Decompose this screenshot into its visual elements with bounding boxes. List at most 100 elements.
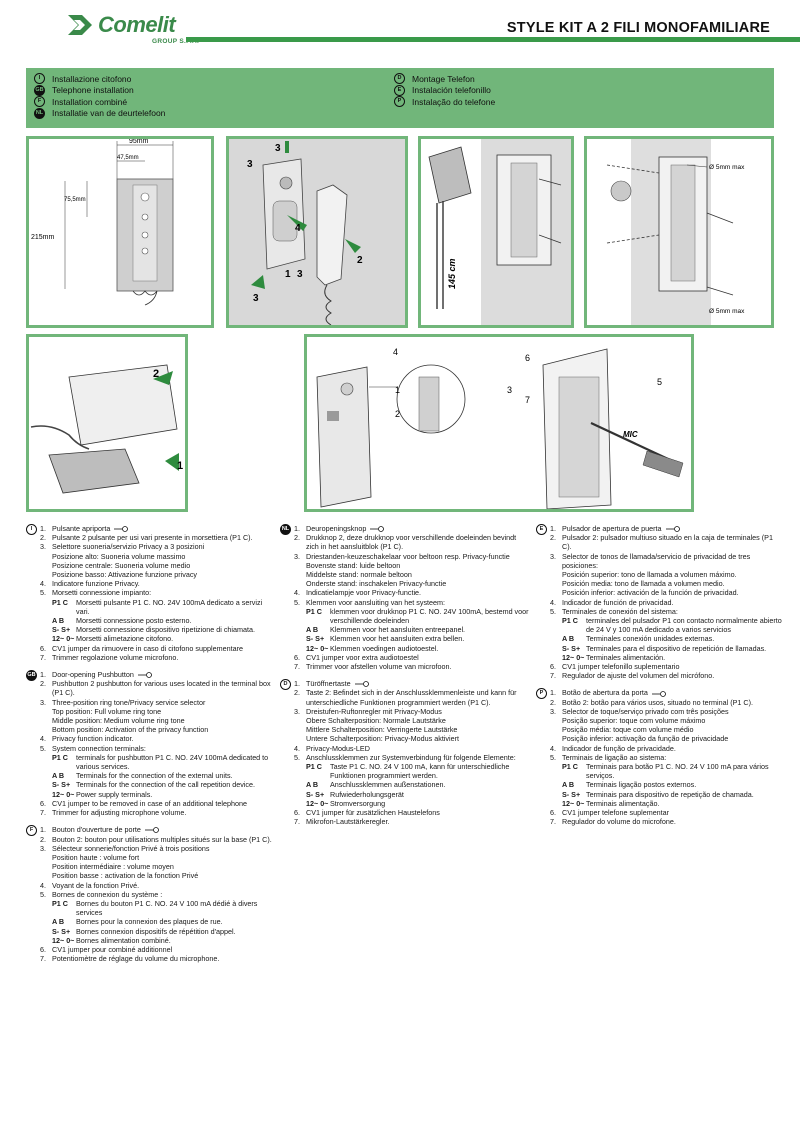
language-label: Installation combiné (52, 96, 128, 107)
list-item: 2.Botão 2: botão para vários usos, situa… (550, 697, 753, 707)
list-item: 6.CV1 jumper telefone suplementar (550, 808, 670, 818)
list-item: 4.Voyant de la fonction Privé. (40, 880, 140, 890)
callout-number: 4 (393, 347, 398, 357)
figure-dimensions: 95mm 47,5mm 75,5mm 215mm (26, 136, 214, 328)
language-item: E Instalación telefonillo (394, 84, 495, 97)
language-badge: GB (26, 670, 37, 682)
list-item: 5.System connection terminals: (40, 743, 146, 753)
sub-item: Position haute : volume fort (52, 852, 140, 862)
text-column-1: I 1.Pulsante apriporta 2.Pulsante 2 puls… (26, 524, 276, 971)
list-item: 4.Privacy function indicator. (40, 734, 134, 744)
step-label: 1 (177, 460, 183, 472)
pushbutton-icon (137, 672, 152, 679)
language-label: Telephone installation (52, 85, 134, 96)
language-item: NL Installatie van de deurtelefoon (34, 107, 166, 120)
screw-spec-label: Ø 5mm max (709, 308, 745, 315)
language-badge: E (536, 524, 547, 535)
dimension-width-label: 95mm (129, 139, 149, 145)
figure-screw-mounting: Ø 5mm max Ø 5mm max (584, 136, 774, 328)
list-item: 5.Morsetti connessione impianto: (40, 588, 152, 598)
language-label: Instalação do telefone (412, 96, 496, 107)
list-item: 5.Terminais de ligação ao sistema: (550, 752, 667, 762)
sub-item: Middelste stand: normale beltoon (306, 570, 412, 580)
pushbutton-icon (354, 681, 369, 688)
pushbutton-icon (665, 526, 680, 532)
sub-item: Position basse : activation de la foncti… (52, 871, 199, 881)
sub-item: Posizione centrale: Suoneria volume medi… (52, 560, 191, 570)
list-item: 6.CV1 jumper für zusätzlichen Haustelefo… (294, 808, 440, 818)
list-item: 7.Trimmer voor afstellen volume van micr… (294, 662, 452, 672)
list-item: 3.Selector de toque/serviço privado com … (550, 706, 729, 716)
list-item: 5.Klemmen voor aansluiting van het syste… (294, 597, 446, 607)
list-item: 5.Bornes de connexion du système : (40, 889, 163, 899)
phone-front (316, 366, 372, 508)
screw-mount-drawing: Ø 5mm max Ø 5mm max (606, 139, 745, 325)
language-badge: F (26, 825, 37, 837)
list-item: 5.Anschlussklemmen zur Systemverbindung … (294, 752, 516, 762)
terminal-row: 12~ 0~Morsetti alimetazione citofono. (52, 634, 174, 644)
step-label: 3 (275, 143, 281, 154)
header-rule (186, 37, 800, 42)
language-badge: I (26, 524, 37, 535)
list-item: 6.CV1 jumper voor extra audiotoestel (294, 652, 419, 662)
language-item: F Installation combiné (34, 96, 165, 108)
language-badge: D (280, 679, 291, 691)
sub-item: Onderste stand: inschakelen Privacy-func… (306, 579, 447, 589)
step-label: 3 (247, 159, 253, 170)
step-label: 3 (297, 269, 303, 280)
sub-item: Posizione basso: Attivazione funzione pr… (52, 570, 198, 580)
list-item: 4.Indicatielampje voor Privacy-functie. (294, 588, 422, 598)
base-unit (68, 364, 178, 446)
sub-item: Posizione alto: Suoneria volume massimo (52, 551, 186, 561)
section-dutch: NL 1.Deuropeningsknop 2.Drukknop 2, deze… (280, 524, 530, 672)
language-label: Installatie van de deurtelefoon (52, 108, 166, 119)
sub-item: Top position: Full volume ring tone (52, 706, 162, 716)
dimension-drawing: 95mm 47,5mm 75,5mm 215mm (31, 139, 174, 306)
list-item: 7.Mikrofon-Lautstärkeregler. (294, 817, 390, 827)
terminal-row: 12~ 0~Stromversorgung (306, 798, 386, 808)
list-item: 6.CV1 jumper to be removed in case of an… (40, 798, 247, 808)
language-badge: I (34, 73, 45, 85)
language-item: I Installazione citofono (34, 73, 165, 85)
mount-height-label: 145 cm (447, 258, 457, 289)
list-item: 6.CV1 jumper pour combiné additionnel (40, 944, 173, 954)
list-item: 6.CV1 jumper da rimuovere in caso di cit… (40, 643, 243, 653)
sub-item: Bottom position: Activation of the priva… (52, 725, 209, 735)
pushbutton-icon (114, 526, 129, 532)
list-item: 2.Bouton 2: bouton pour utilisations mul… (40, 834, 272, 844)
section-german: D 1.Türöffnertaste 2.Taste 2: Befindet s… (280, 679, 530, 827)
sub-item: Posição superior: toque com volume máxim… (562, 716, 706, 726)
terminal-row: 12~ 0~Bornes alimentation combiné. (52, 935, 171, 945)
list-item: 1.Botão de abertura da porta (550, 688, 784, 697)
page-header: Comelit GROUP S.P.A. STYLE KIT A 2 FILI … (0, 0, 800, 62)
section-portuguese: P 1.Botão de abertura da porta 2.Botão 2… (536, 688, 784, 827)
language-list-left: I Installazione citofono GB Telephone in… (34, 73, 165, 119)
section-french: F 1.Bouton d'ouverture de porte 2.Bouton… (26, 825, 276, 964)
list-item: 7.Potentiomètre de réglage du volume du … (40, 954, 220, 964)
list-item: 3.Dreistufen-Ruftonregler mit Privacy-Mo… (294, 706, 442, 716)
list-item: 4.Indicatore funzione Privacy. (40, 579, 140, 589)
terminal-row: S- S+Klemmen voor het aansluiten extra b… (306, 634, 465, 644)
language-item: P Instalação do telefone (394, 96, 495, 108)
terminal-row: S- S+Terminales para el dispositivo de r… (562, 643, 767, 653)
language-badge: P (536, 688, 547, 700)
list-item: 7.Regulador do volume do microfone. (550, 817, 676, 827)
terminal-row: 12~ 0~Power supply terminals. (52, 789, 153, 799)
dimension-half-label: 47,5mm (117, 155, 139, 161)
sub-item: Posição média: toque com volume médio (562, 725, 694, 735)
list-item: 4.Privacy-Modus-LED (294, 743, 370, 753)
list-item: 2.Pulsador 2: pulsador multiuso situado … (550, 533, 773, 552)
wall-mount-drawing: 145 cm (428, 139, 571, 325)
list-item: 5.Terminales de conexión del sistema: (550, 606, 678, 616)
handset-drawing: 3 3 4 2 1 3 3 (229, 139, 405, 325)
